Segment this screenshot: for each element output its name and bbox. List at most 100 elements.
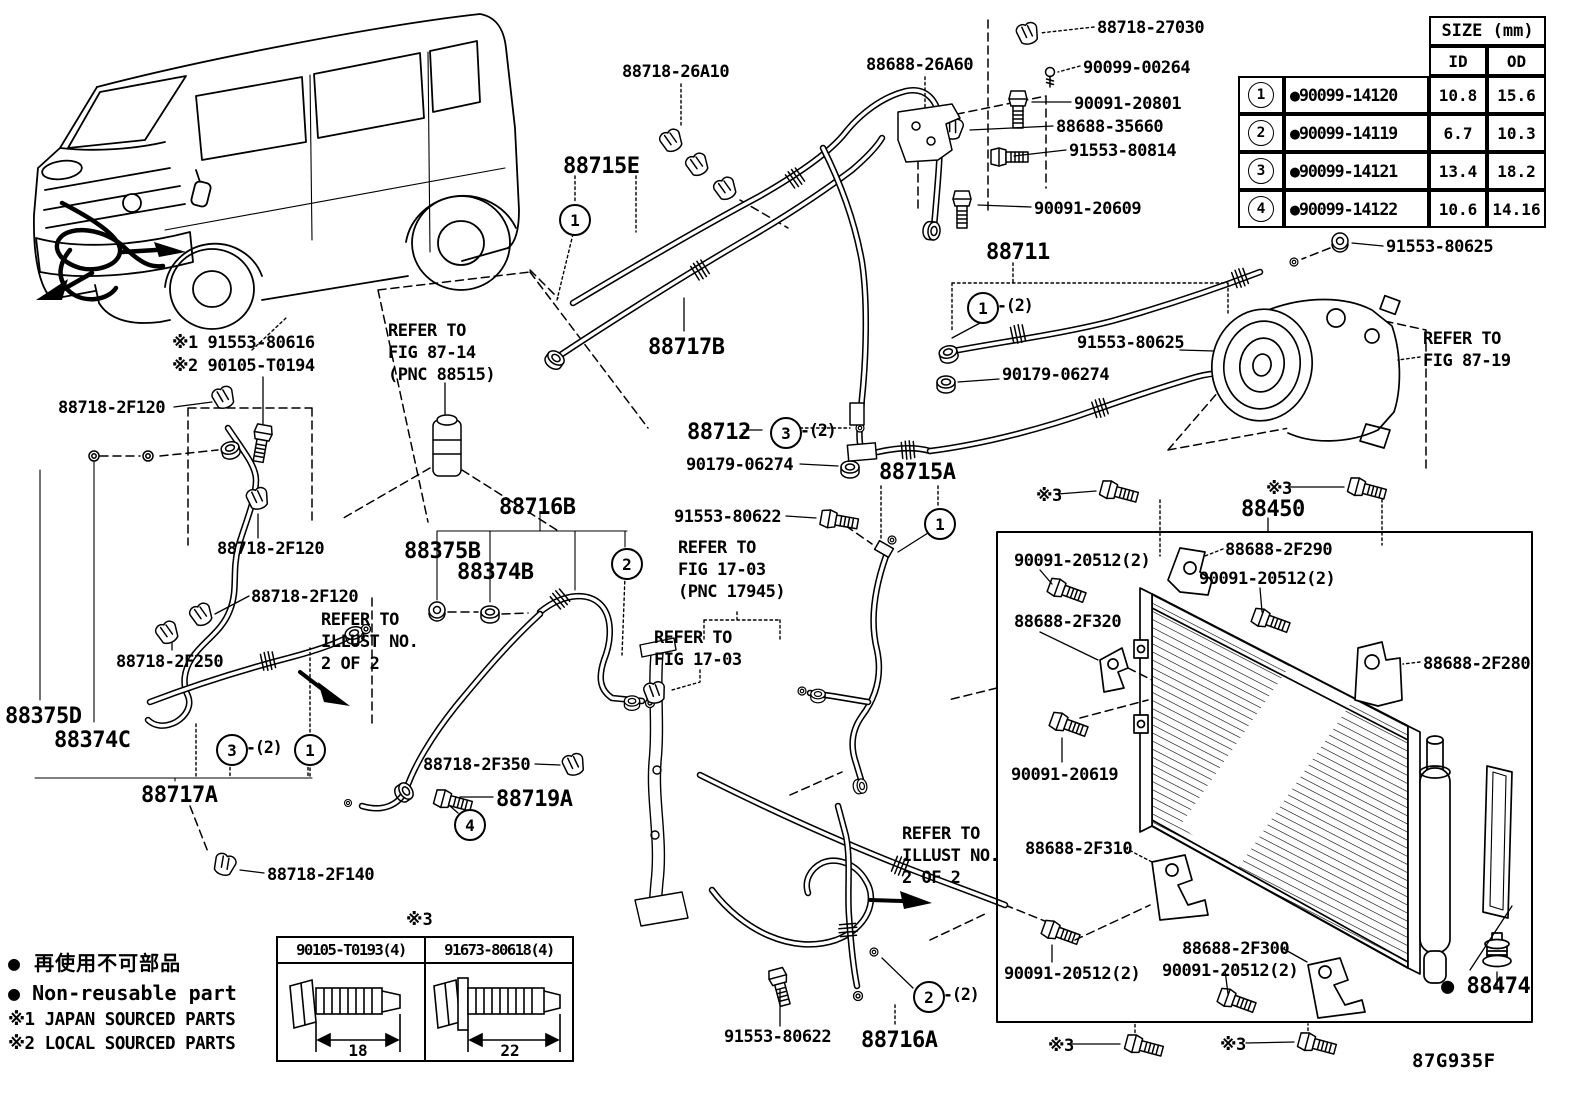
callout-3-88717A: 3 (216, 734, 248, 766)
legend-japan-sourced: ※1 JAPAN SOURCED PARTS (8, 1010, 236, 1030)
label-note1-91553-80616: ※1 91553-80616 (172, 333, 315, 353)
label-refer-fig-17-03: REFER TO FIG 17-03 (654, 628, 742, 670)
pipe-bracket (634, 637, 689, 927)
size-row-3-num: 3 (1238, 152, 1284, 190)
label-refer-illust-left: REFER TO ILLUST NO. 2 OF 2 (321, 610, 419, 674)
label-88715A: 88715A (879, 460, 956, 485)
label-note2-90105-T0194: ※2 90105-T0194 (172, 356, 315, 376)
label-88718-2F250: 88718-2F250 (116, 652, 224, 672)
direction-arrows (298, 670, 932, 909)
size-row-1-num: 1 (1238, 76, 1284, 114)
label-88374C: 88374C (54, 728, 131, 753)
bolt-col-1-part: 90105-T0193(4) (276, 936, 426, 964)
leader-lines (34, 26, 1421, 1045)
label-90091-20619: 90091-20619 (1011, 765, 1119, 785)
label-note3-tl: ※3 (1036, 486, 1062, 506)
size-row-4-part: ●90099-14122 (1284, 190, 1429, 228)
legend-local-sourced: ※2 LOCAL SOURCED PARTS (8, 1034, 236, 1054)
label-88688-2F300: 88688-2F300 (1182, 939, 1290, 959)
size-row-1-id: 10.8 (1429, 76, 1487, 114)
label-90091-20512-tr: 90091-20512(2) (1199, 569, 1336, 589)
label-88718-2F140: 88718-2F140 (267, 865, 375, 885)
size-row-2-part: ●90099-14119 (1284, 114, 1429, 152)
label-90091-20512-bm: 90091-20512(2) (1162, 961, 1299, 981)
label-note3-bl: ※3 (1048, 1036, 1074, 1056)
label-88688-2F320: 88688-2F320 (1014, 612, 1122, 632)
size-table-title: SIZE (mm) (1429, 16, 1546, 46)
label-88717B: 88717B (648, 335, 725, 360)
label-88474: ● 88474 (1441, 974, 1531, 999)
compressor (1210, 294, 1401, 449)
size-row-4-id: 10.6 (1429, 190, 1487, 228)
size-table: SIZE (mm) ID OD 1 ●90099-14120 10.8 15.6… (1238, 16, 1546, 228)
label-88688-2F280: 88688-2F280 (1423, 654, 1531, 674)
label-88718-27030: 88718-27030 (1097, 18, 1205, 38)
size-row-3-id: 13.4 (1429, 152, 1487, 190)
label-88719A: 88719A (496, 787, 573, 812)
label-refer-fig-87-19: REFER TO FIG 87-19 (1423, 329, 1511, 371)
label-90091-20512-bl: 90091-20512(2) (1004, 964, 1141, 984)
callout-3-88712-qty: -(2) (800, 421, 837, 440)
legend: ● 再使用不可部品 ● Non-reusable part ※1 JAPAN S… (8, 948, 237, 1056)
label-88716A: 88716A (861, 1028, 938, 1053)
label-88375B: 88375B (404, 539, 481, 564)
size-row-1-part: ●90099-14120 (1284, 76, 1429, 114)
label-refer-illust-right: REFER TO ILLUST NO. 2 OF 2 (902, 824, 1000, 888)
callout-4-88719A: 4 (454, 809, 486, 841)
size-row-2-id: 6.7 (1429, 114, 1487, 152)
label-88450: 88450 (1241, 497, 1305, 522)
label-88374B: 88374B (457, 560, 534, 585)
label-88712: 88712 (687, 420, 751, 445)
bolt-table-note: ※3 (406, 910, 433, 930)
label-88688-2F310: 88688-2F310 (1025, 839, 1133, 859)
legend-nonreusable-en: ● Non-reusable part (8, 981, 237, 1005)
callout-2-88716A: 2 (913, 981, 945, 1013)
size-row-3-part: ●90099-14121 (1284, 152, 1429, 190)
size-row-2-od: 10.3 (1487, 114, 1546, 152)
size-table-od-header: OD (1487, 46, 1546, 76)
label-88718-26A10: 88718-26A10 (622, 62, 730, 82)
label-88688-2F290: 88688-2F290 (1225, 540, 1333, 560)
label-88716B: 88716B (499, 495, 576, 520)
label-91553-80814: 91553-80814 (1069, 141, 1177, 161)
bolt-col-2-drawing: 22 (424, 962, 574, 1062)
label-88711: 88711 (986, 240, 1050, 265)
label-note3-bm: ※3 (1220, 1035, 1246, 1055)
label-88718-2F350: 88718-2F350 (423, 755, 531, 775)
label-90091-20801: 90091-20801 (1074, 94, 1182, 114)
callout-3-88712: 3 (770, 417, 802, 449)
size-row-3-od: 18.2 (1487, 152, 1546, 190)
size-row-2-num: 2 (1238, 114, 1284, 152)
bolt-col-2-length: 22 (500, 1041, 520, 1060)
size-row-4-num: 4 (1238, 190, 1284, 228)
callout-1-88715A: 1 (924, 508, 956, 540)
callout-3-88717A-qty: -(2) (246, 738, 283, 757)
label-88718-2F120-a: 88718-2F120 (58, 398, 166, 418)
bolt-col-1-drawing: 18 (276, 962, 426, 1062)
label-refer-fig-87-14: REFER TO FIG 87-14 (PNC 88515) (388, 321, 496, 385)
fittings (88, 20, 1389, 1061)
van-illustration (33, 13, 520, 330)
callout-1-88717A: 1 (294, 734, 326, 766)
callout-2-88716B: 2 (611, 548, 643, 580)
size-row-1-od: 15.6 (1487, 76, 1546, 114)
label-88375D: 88375D (5, 704, 82, 729)
label-90179-06274-right: 90179-06274 (1002, 365, 1110, 385)
diagram-code: 87G935F (1412, 1050, 1496, 1072)
callout-2-88716A-qty: -(2) (943, 985, 980, 1004)
bolt-size-table: ※3 90105-T0193(4) 91673-80618(4) 18 (276, 910, 576, 1062)
condenser-assembly (996, 531, 1533, 1023)
size-table-id-header: ID (1429, 46, 1487, 76)
label-90091-20512-tl: 90091-20512(2) (1014, 551, 1151, 571)
label-91553-80622-upper: 91553-80622 (674, 507, 782, 527)
ac-pipes (144, 87, 1306, 990)
label-note3-tr: ※3 (1266, 479, 1292, 499)
label-91553-80625-mid: 91553-80625 (1077, 333, 1185, 353)
legend-nonreusable-jp: ● 再使用不可部品 (8, 951, 182, 975)
label-refer-fig-17-03-pnc: REFER TO FIG 17-03 (PNC 17945) (678, 538, 786, 602)
callout-1-88715E: 1 (559, 204, 591, 236)
bolt-col-2-part: 91673-80618(4) (424, 936, 574, 964)
